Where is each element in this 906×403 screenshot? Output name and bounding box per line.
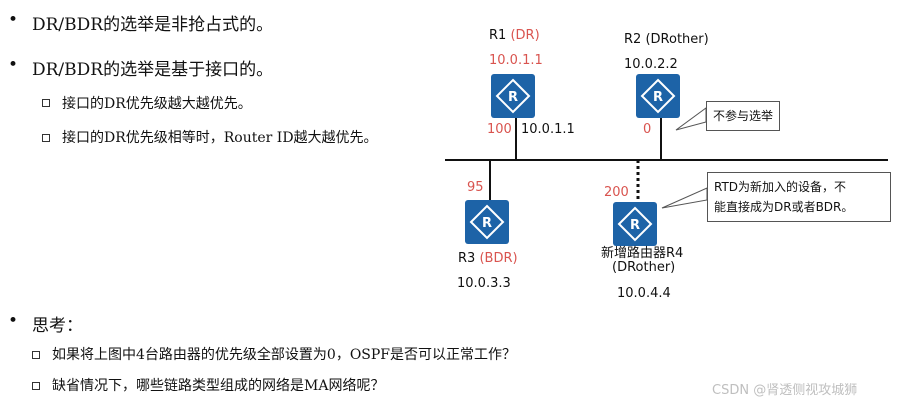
r3-priority: 95 bbox=[467, 180, 484, 195]
router-icon: R bbox=[617, 206, 653, 242]
router-icon: R bbox=[469, 204, 505, 240]
r4-priority: 200 bbox=[604, 185, 629, 200]
callout-r4-line2: 能直接成为DR或者BDR。 bbox=[714, 200, 854, 214]
question-ma-network: 缺省情况下，哪些链路类型组成的网络是MA网络呢？ bbox=[52, 378, 385, 394]
router-r2-icon: R bbox=[636, 74, 680, 118]
sub-bullet-square bbox=[32, 382, 40, 390]
r4-ip: 10.0.4.4 bbox=[617, 286, 671, 301]
bullet-dot: • bbox=[8, 10, 19, 30]
bullet-dot: • bbox=[8, 55, 19, 75]
r4-label: 新增路由器R4 bbox=[601, 246, 684, 261]
r2-router-id: 10.0.2.2 bbox=[624, 57, 678, 72]
r1-priority: 100 bbox=[487, 122, 512, 137]
sub-bullet-priority: 接口的DR优先级越大越优先。 bbox=[62, 96, 252, 112]
router-icon: R bbox=[495, 78, 531, 114]
svg-text:R: R bbox=[508, 90, 518, 105]
r2-priority: 0 bbox=[643, 122, 652, 137]
sub-bullet-square bbox=[42, 134, 50, 142]
r1-label: R1 (DR) bbox=[489, 28, 540, 43]
r3-label: R3 (BDR) bbox=[458, 251, 518, 266]
r1-router-id: 10.0.1.1 bbox=[489, 53, 543, 68]
sub-bullet-square bbox=[42, 99, 50, 107]
r1-ip: 10.0.1.1 bbox=[521, 122, 575, 137]
sub-bullet-router-id: 接口的DR优先级相等时，Router ID越大越优先。 bbox=[62, 130, 378, 146]
r2-label: R2 (DRother) bbox=[624, 32, 709, 47]
callout-r2-no-election: 不参与选举 bbox=[706, 101, 781, 131]
callout-r2-pointer bbox=[675, 107, 707, 131]
bullet-non-preemptive: DR/BDR的选举是非抢占式的。 bbox=[32, 15, 274, 35]
r4-role: (DRother) bbox=[612, 260, 676, 275]
router-r3-icon: R bbox=[465, 200, 509, 244]
bullet-interface-based: DR/BDR的选举是基于接口的。 bbox=[32, 60, 274, 80]
svg-text:R: R bbox=[482, 216, 492, 231]
router-r4-icon: R bbox=[613, 202, 657, 246]
r3-ip: 10.0.3.3 bbox=[457, 276, 511, 291]
svg-text:R: R bbox=[630, 218, 640, 233]
callout-r4-line1: RTD为新加入的设备，不 bbox=[714, 180, 847, 194]
sub-bullet-square bbox=[32, 351, 40, 359]
router-icon: R bbox=[640, 78, 676, 114]
callout-r4-pointer bbox=[661, 187, 708, 209]
bullet-dot: • bbox=[8, 311, 19, 331]
callout-r4-new-device: RTD为新加入的设备，不 能直接成为DR或者BDR。 bbox=[707, 172, 891, 222]
router-r1-icon: R bbox=[491, 74, 535, 118]
bullet-think: 思考： bbox=[32, 316, 83, 336]
watermark: CSDN @肾透侧视攻城狮 bbox=[712, 383, 858, 398]
svg-text:R: R bbox=[653, 90, 663, 105]
question-priority-zero: 如果将上图中4台路由器的优先级全部设置为0，OSPF是否可以正常工作？ bbox=[52, 347, 517, 363]
